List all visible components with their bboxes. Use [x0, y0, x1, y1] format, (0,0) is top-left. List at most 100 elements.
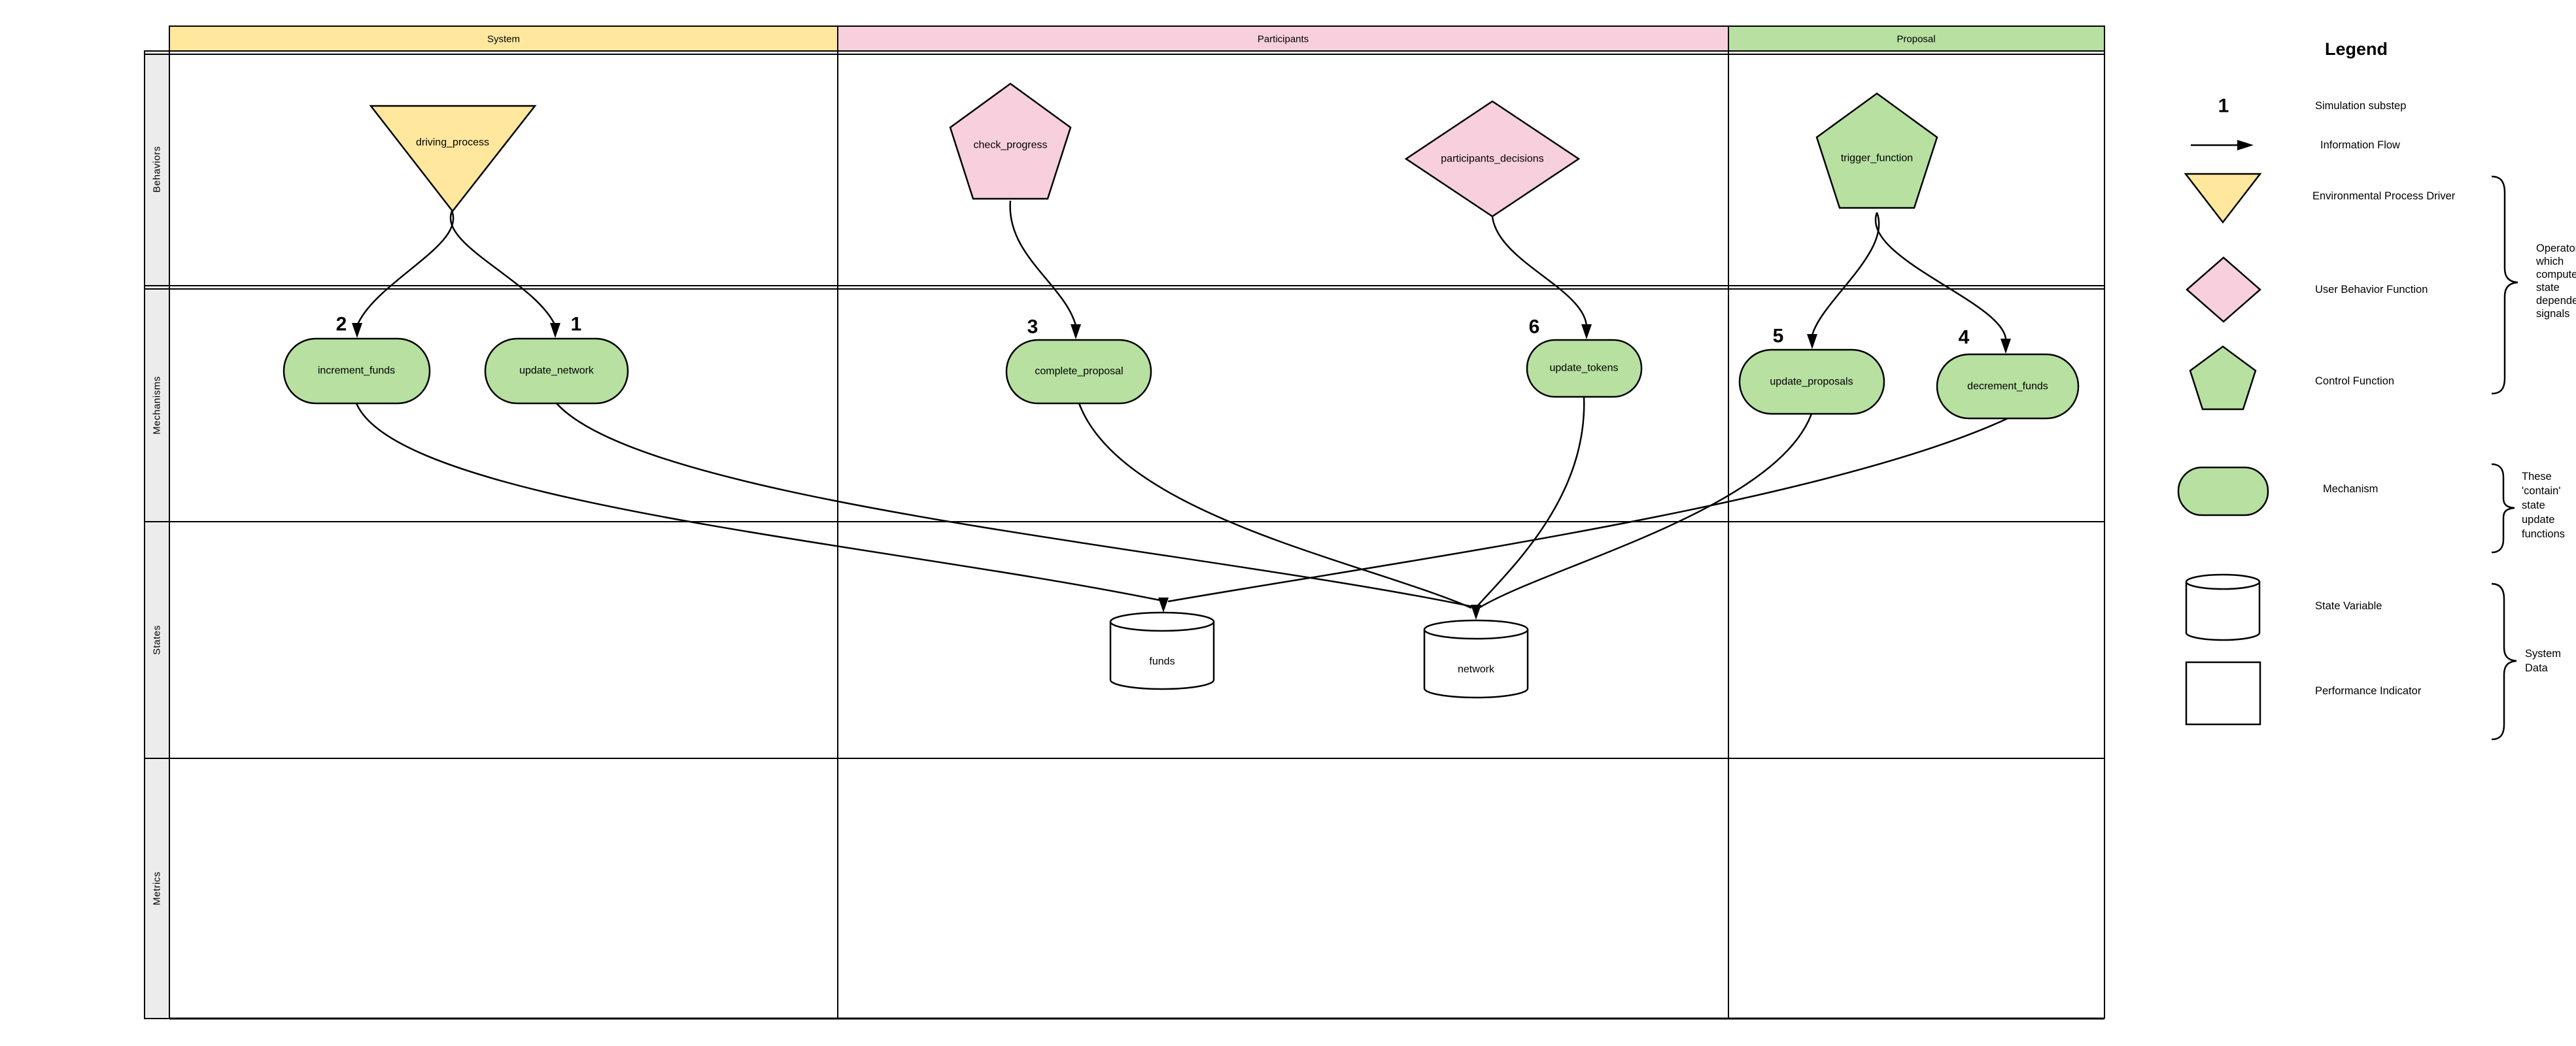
edge-check-progress-to-complete-proposal[interactable]	[1009, 200, 1077, 326]
edge-driving-process-to-increment-funds[interactable]	[356, 211, 455, 326]
annotation-operators-line-6: signals	[2536, 308, 2569, 320]
legend-label-user-behavior-function: User Behavior Function	[2315, 284, 2428, 295]
node-increment-funds-label: increment_funds	[318, 365, 395, 377]
annotation-system-data-line-1: System	[2525, 648, 2561, 660]
node-funds-body[interactable]	[1109, 622, 1215, 690]
substep-number-complete-proposal: 3	[1027, 316, 1039, 338]
mechanism-nodes: increment_funds 2 update_network 1 compl…	[283, 314, 2080, 420]
edge-decrement-funds-to-funds[interactable]	[1167, 417, 2008, 603]
node-participants-decisions[interactable]	[1404, 100, 1581, 218]
edge-increment-funds-to-funds[interactable]	[355, 403, 1160, 601]
edge-participants-decisions-to-update-tokens[interactable]	[1491, 216, 1588, 326]
edges	[352, 200, 2011, 620]
node-complete-proposal-label: complete_proposal	[1035, 366, 1123, 377]
arrowhead-network	[1471, 605, 1481, 620]
lane-header-participants-label: Participants	[1258, 34, 1309, 45]
substep-number-update-network: 1	[571, 314, 582, 335]
row-label-states: States	[152, 625, 163, 655]
swimlane-grid: System Participants Proposal Behaviors M…	[144, 25, 2105, 1020]
legend-label-performance-indicator: Performance Indicator	[2315, 685, 2422, 697]
node-network-body[interactable]	[1423, 630, 1529, 699]
arrowhead-complete-proposal	[1071, 324, 1081, 339]
edge-trigger-function-to-decrement-funds[interactable]	[1874, 212, 2007, 339]
edge-driving-process-to-update-network[interactable]	[449, 211, 557, 326]
arrowhead-update-network	[550, 323, 560, 338]
annotation-mechanism-line-1: These	[2522, 471, 2552, 482]
node-check-progress-label: check_progress	[974, 140, 1048, 151]
annotation-operators-line-5: dependent	[2536, 295, 2576, 307]
legend-brace-mechanism-note	[2491, 463, 2515, 554]
legend-label-mechanism: Mechanism	[2323, 483, 2378, 495]
node-funds-top[interactable]	[1109, 611, 1215, 632]
legend-annotation-system-data: System Data	[2525, 648, 2561, 674]
legend-brace-operators	[2491, 175, 2518, 395]
arrowhead-increment-funds	[352, 323, 362, 338]
annotation-mechanism-line-2: 'contain'	[2522, 485, 2561, 497]
legend-substep-number-sample: 1	[2218, 95, 2229, 117]
node-update-tokens-label: update_tokens	[1550, 363, 1619, 374]
node-update-network[interactable]	[484, 337, 629, 405]
legend-triangle-swatch[interactable]	[2184, 173, 2262, 224]
annotation-operators-line-4: state	[2536, 282, 2560, 294]
legend: Legend 1 Simulation substep Information …	[2177, 39, 2576, 741]
node-complete-proposal[interactable]	[1005, 339, 1152, 405]
annotation-operators-line-3: compute	[2536, 269, 2576, 280]
legend-arrowhead-icon	[2237, 140, 2254, 150]
node-update-network-label: update_network	[519, 365, 594, 377]
arrowhead-funds	[1158, 598, 1169, 613]
edge-update-network-to-network[interactable]	[556, 403, 1473, 608]
node-update-proposals[interactable]	[1738, 348, 1885, 415]
row-label-metrics: Metrics	[152, 871, 163, 905]
legend-annotation-operators: Operators which compute state dependent …	[2535, 243, 2576, 320]
annotation-system-data-line-2: Data	[2525, 662, 2549, 674]
substep-number-update-tokens: 6	[1529, 316, 1540, 338]
annotation-mechanism-line-3: state	[2522, 499, 2545, 511]
substep-number-update-proposals: 5	[1773, 326, 1784, 347]
legend-cylinder-swatch-body[interactable]	[2185, 582, 2261, 641]
legend-square-swatch[interactable]	[2185, 661, 2261, 726]
state-nodes: funds network	[1109, 611, 1529, 699]
legend-label-control-function: Control Function	[2315, 375, 2394, 387]
edge-update-tokens-to-network[interactable]	[1477, 396, 1585, 606]
node-network-top[interactable]	[1423, 619, 1529, 640]
legend-annotation-mechanism-note: These 'contain' state update functions	[2522, 471, 2565, 540]
node-update-tokens[interactable]	[1526, 339, 1643, 398]
node-decrement-funds[interactable]	[1936, 353, 2080, 420]
node-driving-process[interactable]	[369, 105, 537, 213]
node-trigger-function-label: trigger_function	[1841, 153, 1913, 164]
edge-update-proposals-to-network[interactable]	[1479, 413, 1813, 609]
node-update-proposals-label: update_proposals	[1770, 377, 1853, 388]
annotation-operators-line-1: Operators	[2536, 243, 2576, 254]
node-trigger-function[interactable]	[1815, 92, 1938, 209]
legend-brace-system-data	[2491, 582, 2517, 741]
legend-title: Legend	[2325, 39, 2388, 59]
node-increment-funds[interactable]	[283, 337, 431, 405]
legend-cylinder-swatch-top[interactable]	[2185, 573, 2261, 590]
legend-label-state-variable: State Variable	[2315, 600, 2382, 612]
lane-header-participants	[837, 25, 1729, 52]
lane-header-system-label: System	[487, 34, 520, 45]
legend-label-environmental-process-driver: Environmental Process Driver	[2312, 190, 2456, 202]
substep-number-decrement-funds: 4	[1959, 327, 1970, 348]
node-network-label: network	[1458, 664, 1495, 675]
node-check-progress[interactable]	[949, 82, 1072, 200]
arrowhead-update-tokens	[1581, 324, 1592, 339]
annotation-mechanism-line-4: update	[2522, 514, 2554, 526]
node-participants-decisions-label: participants_decisions	[1441, 154, 1543, 165]
arrowhead-update-proposals	[1807, 334, 1817, 349]
node-driving-process-label: driving_process	[416, 137, 489, 148]
row-label-behaviors: Behaviors	[152, 146, 163, 192]
edge-complete-proposal-to-network[interactable]	[1078, 403, 1472, 609]
annotation-operators-line-2: which	[2535, 256, 2564, 267]
behavior-nodes: driving_process check_progress participa…	[369, 82, 1938, 218]
legend-label-information-flow: Information Flow	[2320, 139, 2400, 151]
legend-diamond-swatch[interactable]	[2186, 256, 2261, 323]
edge-trigger-function-to-update-proposals[interactable]	[1811, 212, 1880, 336]
legend-pentagon-swatch[interactable]	[2189, 345, 2257, 411]
annotation-mechanism-line-5: functions	[2522, 528, 2565, 540]
arrowhead-decrement-funds	[2001, 339, 2011, 354]
legend-stadium-swatch[interactable]	[2177, 466, 2269, 516]
lane-header-proposal-label: Proposal	[1897, 34, 1935, 45]
substep-number-increment-funds: 2	[336, 314, 347, 335]
